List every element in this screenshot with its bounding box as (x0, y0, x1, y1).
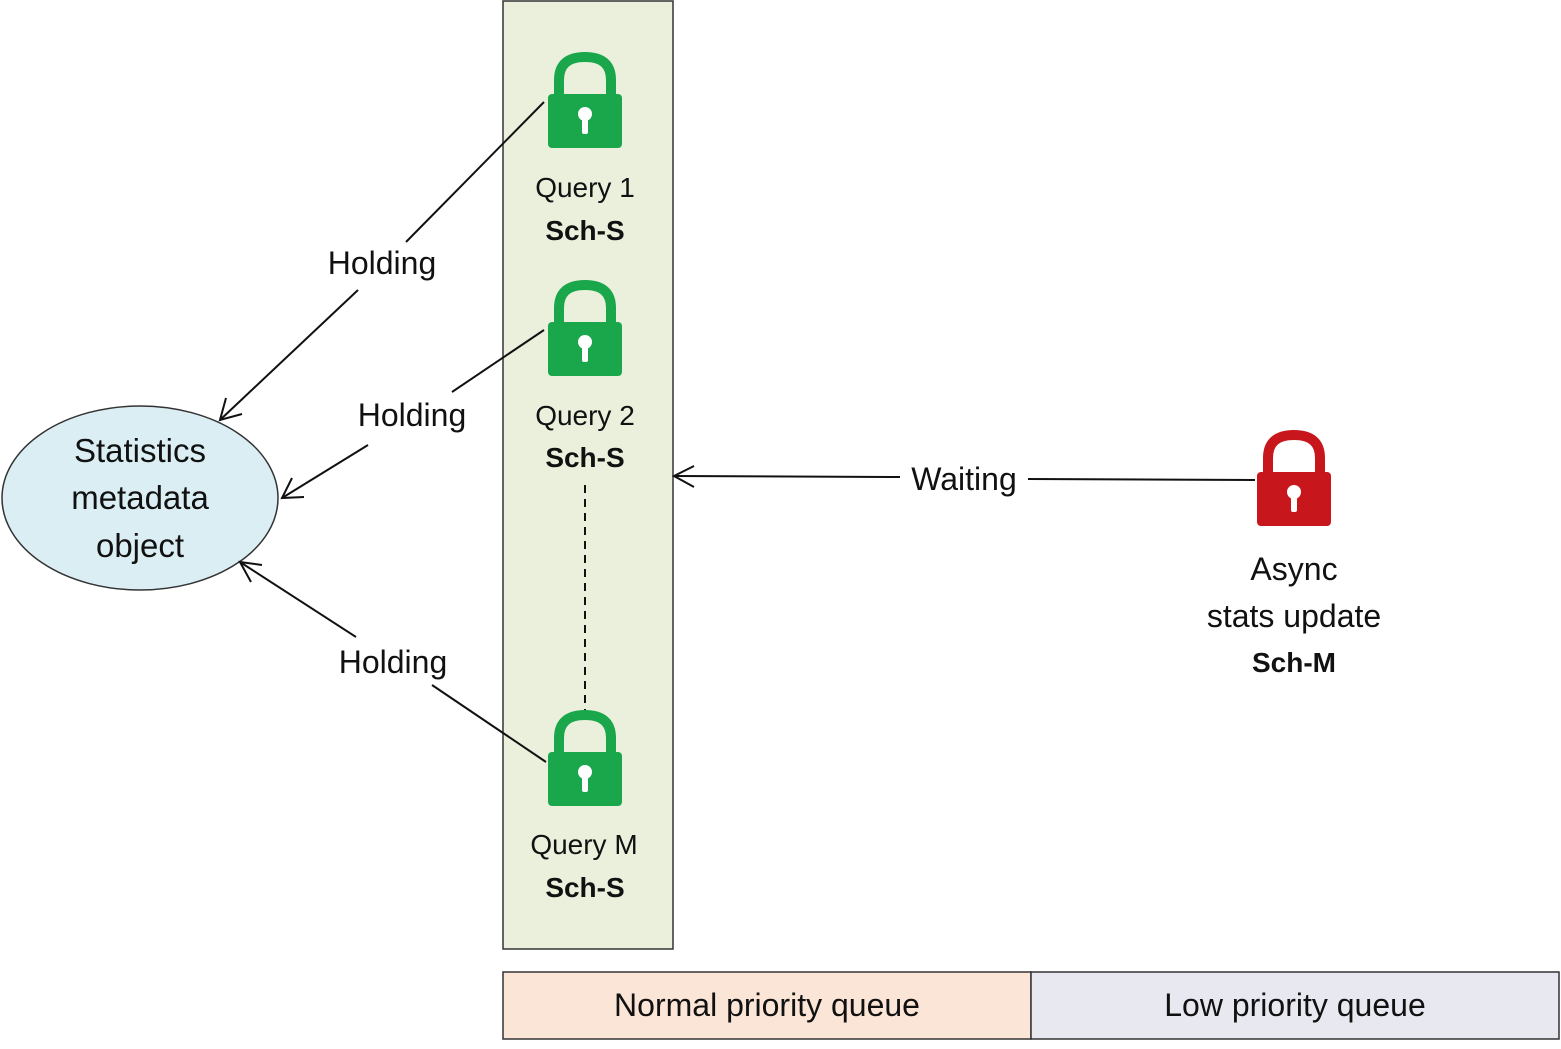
normal-priority-queue-label: Normal priority queue (614, 987, 920, 1023)
query-m-name: Query M (530, 829, 637, 860)
statistics-object-line1: Statistics (74, 432, 206, 469)
holding-arrow-query-2 (280, 329, 545, 500)
lock-closed-icon (1257, 435, 1331, 526)
waiting-arrow (671, 465, 1256, 488)
async-update-line2: stats update (1207, 598, 1381, 634)
statistics-object-line2: metadata (71, 479, 209, 516)
holding-label-query-1: Holding (328, 245, 437, 281)
query-2-name: Query 2 (535, 400, 635, 431)
query-1-lock-mode: Sch-S (545, 215, 624, 246)
query-1-name: Query 1 (535, 172, 635, 203)
holding-arrow-query-m (238, 560, 547, 763)
statistics-object-ellipse (1, 405, 279, 591)
low-priority-queue-label: Low priority queue (1164, 987, 1425, 1023)
normal-priority-queue-bar (502, 971, 1032, 1040)
holding-label-query-2: Holding (358, 397, 467, 433)
async-update-lock-mode: Sch-M (1252, 647, 1336, 678)
statistics-object-line3: object (96, 527, 184, 564)
query-m-lock-mode: Sch-S (545, 872, 624, 903)
async-update-line1: Async (1250, 551, 1337, 587)
holding-arrow-query-1 (218, 101, 545, 422)
holding-label-query-m: Holding (339, 644, 448, 680)
query-2-lock-mode: Sch-S (545, 442, 624, 473)
waiting-label: Waiting (911, 461, 1017, 497)
low-priority-queue-bar (1030, 971, 1560, 1040)
